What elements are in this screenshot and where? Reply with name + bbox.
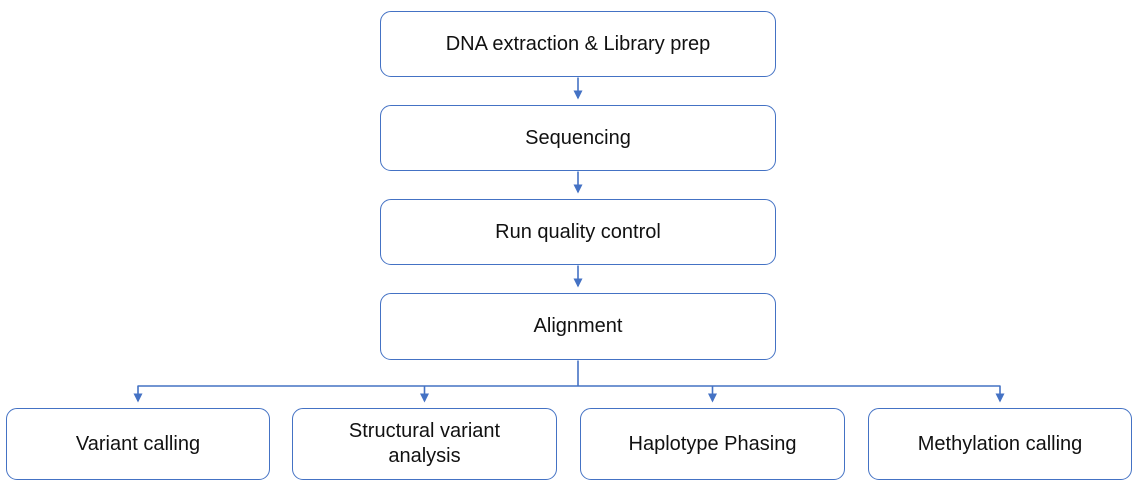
node-sequencing: Sequencing <box>380 105 776 171</box>
node-run-qc-label: Run quality control <box>495 220 661 243</box>
node-haplotype-phasing: Haplotype Phasing <box>580 408 845 480</box>
node-dna-extraction-label: DNA extraction & Library prep <box>445 32 711 55</box>
node-sequencing-label: Sequencing <box>525 126 631 149</box>
node-structural-variant-label: Structural variant analysis <box>348 420 501 467</box>
node-methylation-calling: Methylation calling <box>868 408 1132 480</box>
node-alignment: Alignment <box>380 293 776 360</box>
node-methylation-calling-label: Methylation calling <box>917 432 1083 455</box>
node-alignment-label: Alignment <box>533 315 623 337</box>
node-variant-calling: Variant calling <box>6 408 270 480</box>
node-structural-variant: Structural variant analysis <box>292 408 557 480</box>
node-haplotype-phasing-label: Haplotype Phasing <box>628 432 797 455</box>
node-variant-calling-label: Variant calling <box>75 432 201 455</box>
node-run-qc: Run quality control <box>380 199 776 265</box>
node-dna-extraction: DNA extraction & Library prep <box>380 11 776 77</box>
